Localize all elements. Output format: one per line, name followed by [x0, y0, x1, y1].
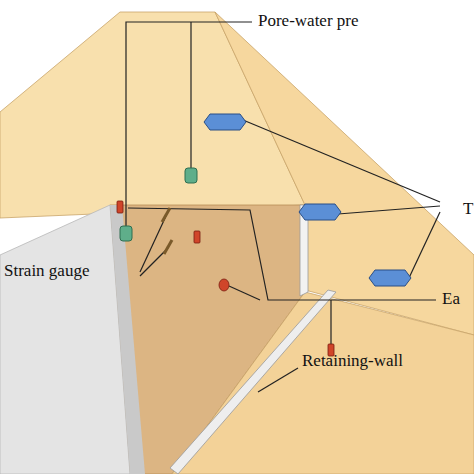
toe-fill: [172, 292, 474, 474]
side-edge: [110, 205, 145, 474]
callout-label: Pore-water pre: [258, 12, 359, 31]
callout-label: Strain gauge: [4, 262, 89, 281]
callout-label: Retaining-wall: [302, 352, 403, 371]
earth-pressure-cells: [117, 201, 334, 356]
strain-gauges: [162, 208, 172, 254]
wall-base: [170, 290, 336, 474]
slope-top: [0, 12, 305, 218]
pore-water-sensors: [120, 168, 197, 241]
callout-label: Ea: [442, 290, 460, 309]
callout-label: T: [463, 200, 473, 219]
tensiometers: [204, 114, 411, 286]
leader-lines: [126, 22, 440, 392]
side-face: [0, 205, 130, 474]
